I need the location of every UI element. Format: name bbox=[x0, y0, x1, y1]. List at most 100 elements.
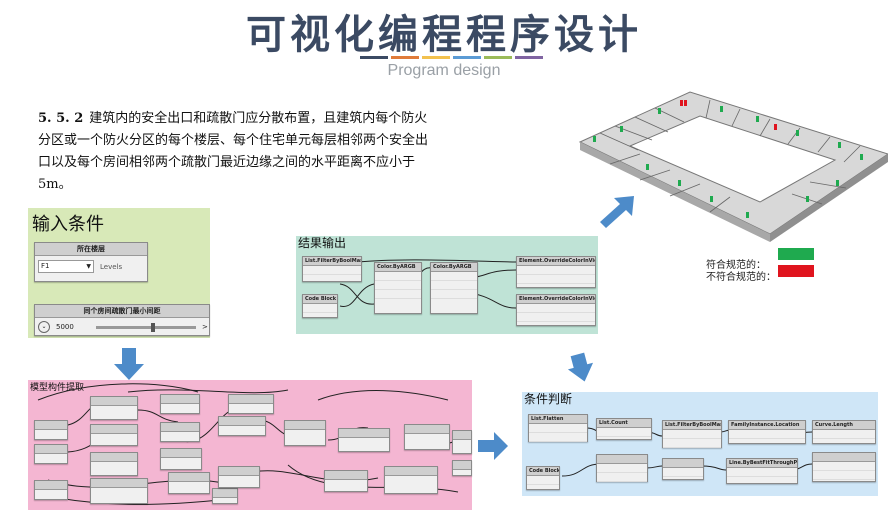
extract-node-13[interactable] bbox=[228, 394, 274, 414]
extract-node-7[interactable] bbox=[90, 478, 148, 504]
extract-node-17[interactable] bbox=[324, 470, 368, 492]
bar-5 bbox=[484, 56, 512, 59]
judge-op-node-3[interactable] bbox=[812, 452, 876, 482]
extract-node-15-header bbox=[219, 467, 259, 476]
result-codeblock-node[interactable]: Code Block bbox=[302, 294, 338, 318]
extract-node-8[interactable] bbox=[160, 394, 200, 414]
level-node[interactable]: 所在楼层 F1 ▼ Levels bbox=[34, 242, 148, 282]
level-output-port: Levels bbox=[100, 262, 123, 271]
extract-node-14-header bbox=[219, 417, 265, 426]
judge-length-node[interactable]: Curve.Length bbox=[812, 420, 876, 444]
legend-pass-swatch bbox=[778, 248, 814, 260]
judge-location-node[interactable]: FamilyInstance.Location bbox=[728, 420, 806, 444]
bar-4 bbox=[453, 56, 481, 59]
arrow-right-icon bbox=[478, 432, 508, 460]
judge-length-node-title: Curve.Length bbox=[813, 421, 875, 430]
judge-filter-node-title: List.FilterByBoolMask bbox=[663, 421, 721, 430]
extract-panel-title: 模型构件提取 bbox=[30, 383, 85, 393]
result-color-node-2[interactable]: Color.ByARGB bbox=[430, 262, 478, 314]
judge-bestfit-node-title: Line.ByBestFitThroughPoints bbox=[727, 459, 797, 468]
result-override-node-2[interactable]: Element.OverrideColorInView bbox=[516, 294, 596, 326]
expand-chevron-icon[interactable]: ⌄ bbox=[38, 321, 50, 333]
extract-node-16[interactable] bbox=[284, 420, 326, 446]
arrow-diagonal-icon bbox=[600, 196, 634, 228]
legend-pass-label: 符合规范的： bbox=[706, 260, 766, 271]
judge-op-node-1[interactable] bbox=[596, 454, 648, 482]
slider-handle[interactable] bbox=[151, 322, 155, 332]
extract-node-2-header bbox=[35, 445, 67, 454]
extract-node-12-header bbox=[213, 489, 237, 498]
slider-node[interactable]: 同个房间疏散门最小间距 ⌄ 5000 > bbox=[34, 304, 210, 336]
extract-node-9-header bbox=[161, 423, 199, 432]
result-color-node-1-title: Color.ByARGB bbox=[375, 263, 421, 272]
extract-node-11[interactable] bbox=[168, 472, 210, 494]
extract-node-19-header bbox=[385, 467, 437, 476]
extract-node-2[interactable] bbox=[34, 444, 68, 464]
bar-3 bbox=[422, 56, 450, 59]
result-override-node-1[interactable]: Element.OverrideColorInView bbox=[516, 256, 596, 288]
level-node-title: 所在楼层 bbox=[35, 243, 147, 256]
extract-node-3[interactable] bbox=[34, 480, 68, 500]
extract-node-13-header bbox=[229, 395, 273, 404]
extract-node-4-header bbox=[91, 397, 137, 406]
extract-node-1[interactable] bbox=[34, 420, 68, 440]
extract-node-22[interactable] bbox=[452, 460, 472, 476]
extract-node-12[interactable] bbox=[212, 488, 238, 504]
slider-node-title: 同个房间疏散门最小间距 bbox=[35, 305, 209, 318]
extract-node-3-header bbox=[35, 481, 67, 490]
building-model-image bbox=[578, 91, 888, 242]
input-panel: 输入条件 所在楼层 F1 ▼ Levels 同个房间疏散门最小间距 ⌄ 5000… bbox=[28, 208, 210, 338]
slider-track[interactable] bbox=[96, 322, 196, 332]
extract-node-5-header bbox=[91, 425, 137, 434]
chevron-down-icon: ▼ bbox=[86, 263, 91, 270]
judge-count-node-title: List.Count bbox=[597, 419, 651, 428]
judge-bestfit-node[interactable]: Line.ByBestFitThroughPoints bbox=[726, 458, 798, 484]
page-subtitle: Program design bbox=[387, 62, 501, 79]
judge-count-node[interactable]: List.Count bbox=[596, 418, 652, 440]
extract-node-15[interactable] bbox=[218, 466, 260, 488]
extract-node-4[interactable] bbox=[90, 396, 138, 420]
slider-output-arrow-icon: > bbox=[202, 323, 208, 331]
extract-node-18[interactable] bbox=[338, 428, 390, 452]
extract-node-7-header bbox=[91, 479, 147, 488]
legend-fail-swatch bbox=[778, 265, 814, 277]
slider-value: 5000 bbox=[56, 323, 74, 331]
extract-node-19[interactable] bbox=[384, 466, 438, 494]
result-override-node-1-title: Element.OverrideColorInView bbox=[517, 257, 595, 266]
result-panel-title: 结果输出 bbox=[298, 236, 347, 250]
judge-flatten-node-title: List.Flatten bbox=[529, 415, 587, 424]
bar-2 bbox=[391, 56, 419, 59]
level-select-value: F1 bbox=[41, 262, 50, 270]
extract-node-21[interactable] bbox=[452, 430, 472, 454]
extract-node-20[interactable] bbox=[404, 424, 450, 450]
judge-flatten-node[interactable]: List.Flatten bbox=[528, 414, 588, 442]
judge-filter-node[interactable]: List.FilterByBoolMask bbox=[662, 420, 722, 448]
extract-node-5[interactable] bbox=[90, 424, 138, 446]
judge-codeblock-node-title: Code Block bbox=[527, 467, 559, 476]
title-color-bars bbox=[360, 56, 543, 59]
extract-node-14[interactable] bbox=[218, 416, 266, 436]
result-color-node-2-title: Color.ByARGB bbox=[431, 263, 477, 272]
extract-node-11-header bbox=[169, 473, 209, 482]
judge-op-node-3-header bbox=[813, 453, 875, 462]
extract-node-10-header bbox=[161, 449, 201, 458]
page-title: 可视化编程程序设计 bbox=[246, 12, 642, 58]
extract-node-21-header bbox=[453, 431, 471, 440]
extract-node-6[interactable] bbox=[90, 452, 138, 476]
judge-op-node-2-header bbox=[663, 459, 703, 468]
judge-codeblock-node[interactable]: Code Block bbox=[526, 466, 560, 490]
level-select[interactable]: F1 ▼ bbox=[38, 260, 94, 273]
extract-node-17-header bbox=[325, 471, 367, 480]
extract-node-16-header bbox=[285, 421, 325, 430]
judge-location-node-title: FamilyInstance.Location bbox=[729, 421, 805, 430]
extract-node-10[interactable] bbox=[160, 448, 202, 470]
legend-fail-label: 不符合规范的： bbox=[706, 272, 776, 283]
extract-node-9[interactable] bbox=[160, 422, 200, 442]
result-color-node-1[interactable]: Color.ByARGB bbox=[374, 262, 422, 314]
extract-node-1-header bbox=[35, 421, 67, 430]
extract-node-18-header bbox=[339, 429, 389, 438]
judge-op-node-2[interactable] bbox=[662, 458, 704, 480]
result-filter-node[interactable]: List.FilterByBoolMask bbox=[302, 256, 362, 282]
extract-node-20-header bbox=[405, 425, 449, 434]
